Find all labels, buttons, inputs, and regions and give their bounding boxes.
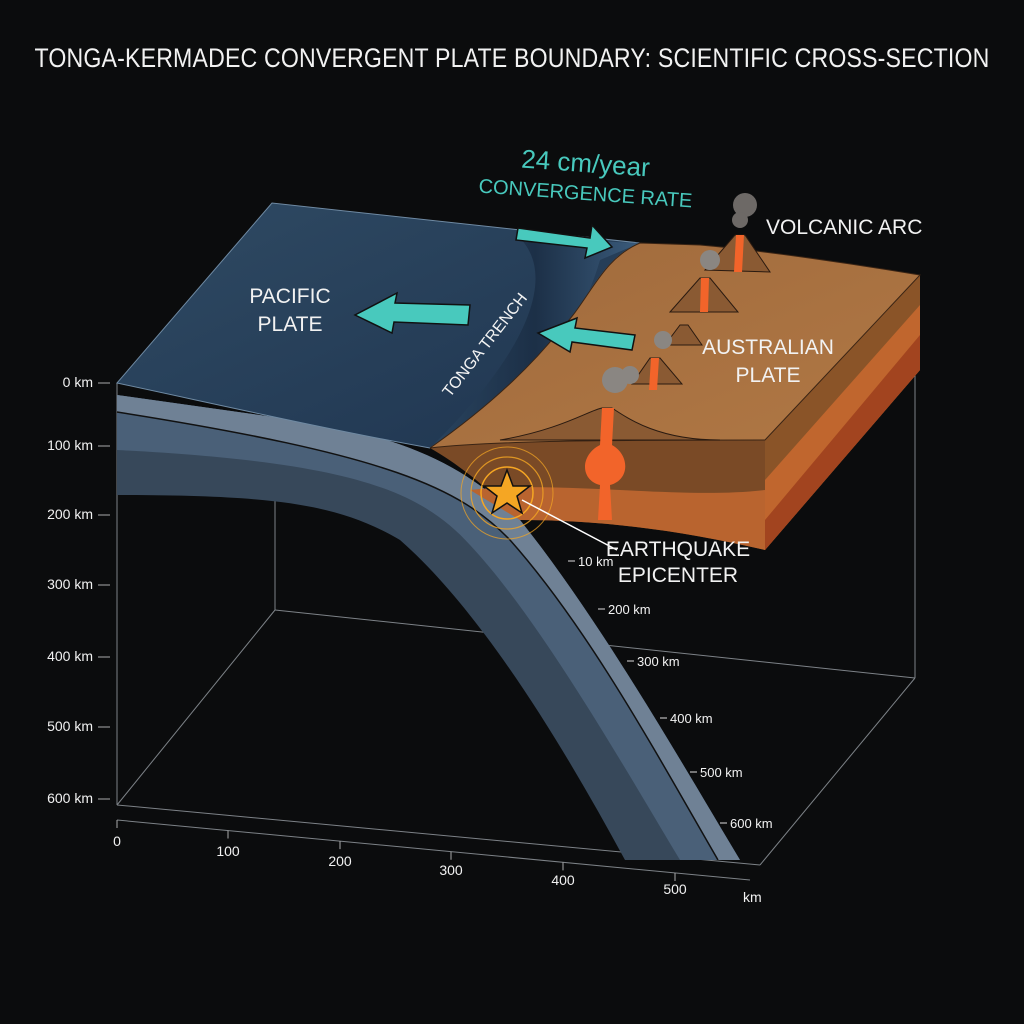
slab-depth-markers: 10 km 200 km 300 km 400 km 500 km 600 km: [568, 554, 773, 831]
depth-label: 200 km: [47, 506, 93, 522]
australian-plate-label-1: AUSTRALIAN: [702, 336, 834, 359]
volcano-icon: [668, 250, 740, 313]
australian-plate-label-2: PLATE: [736, 364, 801, 387]
slab-depth-label: 300 km: [637, 654, 680, 669]
volcano-icon: [631, 331, 684, 390]
distance-label: 0: [113, 833, 121, 849]
slab-depth-label: 10 km: [578, 554, 613, 569]
depth-label: 600 km: [47, 790, 93, 806]
distance-label: 200: [328, 853, 352, 869]
slab-depth-label: 400 km: [670, 711, 713, 726]
subducting-slab: [116, 395, 740, 861]
distance-label: 400: [551, 872, 575, 888]
pacific-plate-label-1: PACIFIC: [249, 285, 330, 308]
star-epicenter-icon: [481, 467, 533, 515]
distance-label: 300: [439, 862, 463, 878]
earthquake-epicenter: [460, 446, 618, 551]
depth-label: 500 km: [47, 718, 93, 734]
page-title: TONGA-KERMADEC CONVERGENT PLATE BOUNDARY…: [35, 43, 990, 73]
distance-label: 500: [663, 881, 687, 897]
depth-axis: 0 km 100 km 200 km 300 km 400 km 500 km 600 km: [47, 374, 110, 806]
trench: [430, 238, 640, 448]
rate-caption: CONVERGENCE RATE: [478, 176, 693, 213]
earthquake-label-2: EPICENTER: [618, 564, 738, 587]
earthquake-label-1: EARTHQUAKE: [606, 538, 750, 561]
depth-label: 300 km: [47, 576, 93, 592]
distance-unit: km: [743, 889, 762, 905]
pacific-plate-label-2: PLATE: [258, 313, 323, 336]
australian-motion-arrow-icon: [536, 316, 636, 354]
pacific-motion-arrow-icon: [353, 291, 471, 335]
distance-axis: 0 100 200 300 400 500: [113, 820, 687, 897]
smoke-plume-icon: [700, 250, 720, 270]
distance-label: 100: [216, 843, 240, 859]
volcanic-arc-label: VOLCANIC ARC: [766, 216, 922, 239]
slab-depth-label: 600 km: [730, 816, 773, 831]
depth-label: 0 km: [63, 374, 93, 390]
volcano-icon: [703, 193, 771, 273]
volcano-icon: [499, 366, 721, 520]
volcano-icon: [664, 324, 703, 346]
rate-value: 24 cm/year: [520, 144, 651, 183]
depth-label: 400 km: [47, 648, 93, 664]
smoke-plume-icon: [654, 331, 672, 349]
slab-depth-label: 200 km: [608, 602, 651, 617]
depth-label: 100 km: [47, 437, 93, 453]
smoke-plume-icon: [733, 193, 757, 217]
convergence-arrow-icon: [515, 223, 614, 260]
slab-depth-label: 500 km: [700, 765, 743, 780]
volcanic-arc: [499, 193, 771, 520]
